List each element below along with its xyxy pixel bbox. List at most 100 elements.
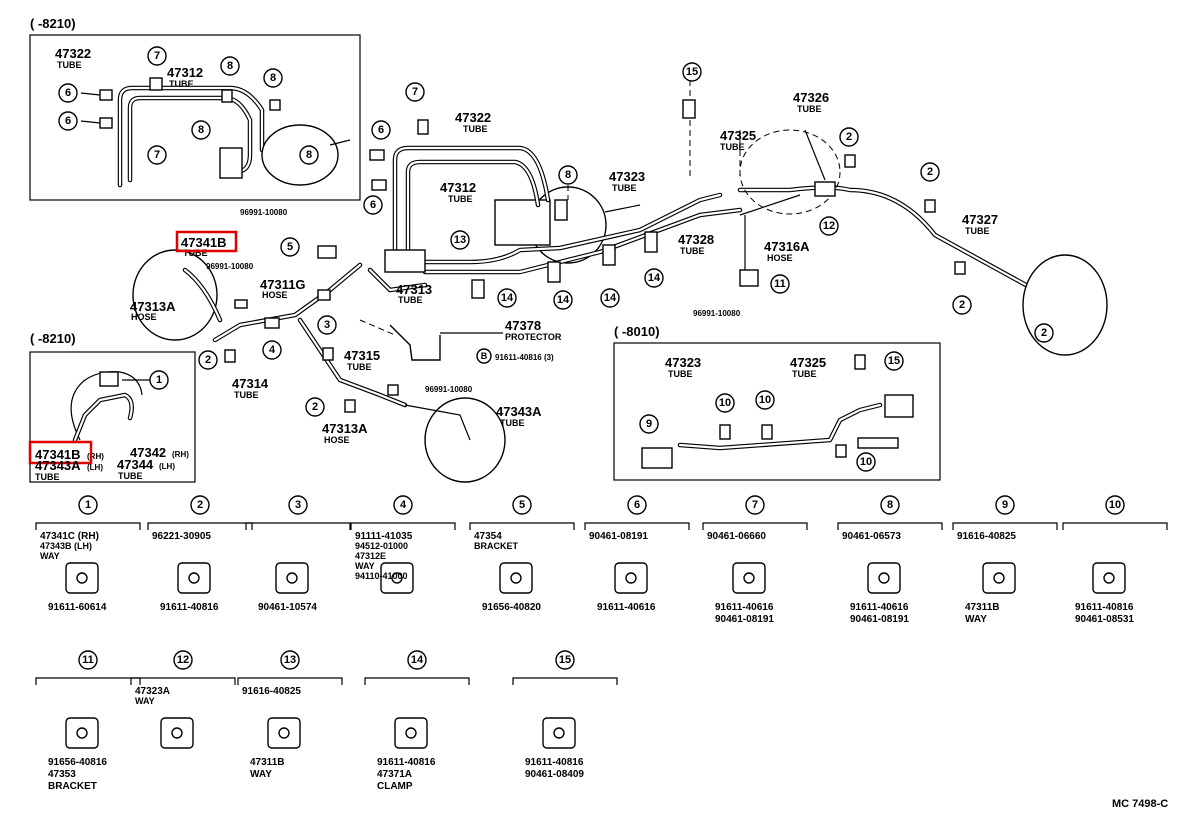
part-side: (RH) bbox=[172, 450, 189, 459]
part-name: TUBE bbox=[234, 390, 259, 400]
callout-circle bbox=[884, 351, 904, 371]
part-hole bbox=[76, 572, 88, 584]
part-name: TUBE bbox=[797, 104, 822, 114]
front-brake-disc bbox=[424, 397, 506, 483]
callout-10: 10 bbox=[719, 397, 731, 409]
inset-frame bbox=[613, 342, 941, 481]
legend-line: 91616-40825 bbox=[242, 686, 301, 697]
tube-clamp bbox=[99, 117, 113, 129]
part-name: TUBE bbox=[792, 369, 817, 379]
part-number-47312: 47312 bbox=[440, 180, 476, 195]
part-hole bbox=[405, 727, 417, 739]
legend-number: 5 bbox=[519, 499, 525, 511]
legend-line: 90461-06573 bbox=[842, 531, 901, 542]
callout-8: 8 bbox=[227, 60, 233, 72]
callout-circle bbox=[745, 495, 765, 515]
legend-bracket bbox=[584, 522, 690, 530]
legend-extra: BRACKET bbox=[48, 781, 97, 792]
legend-line: 47323A bbox=[135, 686, 170, 697]
callout-circle bbox=[856, 452, 876, 472]
legend-extra: 91656-40816 bbox=[48, 757, 107, 768]
callout-11: 11 bbox=[774, 278, 786, 290]
callout-14: 14 bbox=[557, 294, 570, 306]
legend-extra: 90461-08191 bbox=[715, 614, 774, 625]
legend-line: 90461-06660 bbox=[707, 531, 766, 542]
legend-line: 94512-01000 bbox=[355, 541, 408, 551]
callout-6: 6 bbox=[65, 115, 71, 127]
legend-line: 96221-30905 bbox=[152, 531, 211, 542]
tube-clamp bbox=[719, 424, 731, 440]
legend-bracket bbox=[512, 677, 618, 685]
part-number-47328: 47328 bbox=[678, 232, 714, 247]
part-hole bbox=[625, 572, 637, 584]
callout-circle bbox=[639, 414, 659, 434]
legend-extra: 91611-40616 bbox=[850, 602, 909, 613]
part-hole bbox=[286, 572, 298, 584]
callout-3: 3 bbox=[324, 319, 330, 331]
callout-circle bbox=[149, 370, 169, 390]
callout-circle bbox=[644, 268, 664, 288]
callout-14: 14 bbox=[604, 292, 617, 304]
callout-13: 13 bbox=[454, 234, 466, 246]
part-number-47316A: 47316A bbox=[764, 239, 810, 254]
tube-clamp bbox=[219, 147, 243, 179]
tube-clamp bbox=[554, 199, 568, 221]
part-name: TUBE bbox=[668, 369, 693, 379]
legend-extra: CLAMP bbox=[377, 781, 413, 792]
legend-bracket bbox=[837, 522, 943, 530]
legend-line: WAY bbox=[355, 561, 375, 571]
inset-frame bbox=[29, 351, 196, 483]
part-side: (LH) bbox=[159, 462, 175, 471]
callout-circle bbox=[317, 315, 337, 335]
legend-bracket bbox=[350, 522, 456, 530]
tube-clamp bbox=[644, 231, 658, 253]
callout-circle bbox=[405, 82, 425, 102]
hose-47316A bbox=[739, 194, 801, 216]
legend-extra: 91611-40816 bbox=[525, 757, 584, 768]
legend-extra: 91656-40820 bbox=[482, 602, 541, 613]
callout-15: 15 bbox=[686, 66, 698, 78]
callout-circle bbox=[147, 46, 167, 66]
part-name: HOSE bbox=[262, 290, 288, 300]
tube-clamp bbox=[99, 89, 113, 101]
brake-outline bbox=[70, 371, 143, 441]
range-label: ( -8210) bbox=[30, 331, 76, 346]
part-hole bbox=[510, 572, 522, 584]
callout-8: 8 bbox=[306, 149, 312, 161]
part-number-47314: 47314 bbox=[232, 376, 269, 391]
part-number-47343A: 47343A bbox=[496, 404, 542, 419]
callout-4: 4 bbox=[269, 344, 276, 356]
callout-circle bbox=[880, 495, 900, 515]
legend-line: WAY bbox=[40, 551, 60, 561]
way-fitting bbox=[264, 317, 280, 329]
legend-bracket bbox=[364, 677, 470, 685]
callout-circle bbox=[553, 290, 573, 310]
callout-circle bbox=[952, 295, 972, 315]
callout-8: 8 bbox=[198, 124, 204, 136]
part-name: TUBE bbox=[463, 124, 488, 134]
legend-line: WAY bbox=[135, 696, 155, 706]
legend-extra: 91611-60614 bbox=[48, 602, 107, 613]
legend-number: 3 bbox=[295, 499, 301, 511]
part-name: HOSE bbox=[324, 435, 350, 445]
tube-clamp bbox=[844, 154, 856, 168]
legend-line: 47341C (RH) bbox=[40, 531, 99, 542]
part-hole bbox=[171, 727, 183, 739]
callout-7: 7 bbox=[154, 50, 160, 62]
legend-number: 15 bbox=[559, 654, 571, 666]
callout-circle bbox=[78, 650, 98, 670]
tube-clamp bbox=[149, 77, 163, 91]
way-fitting bbox=[814, 181, 836, 197]
booster-rod bbox=[604, 204, 641, 213]
part-hole bbox=[278, 727, 290, 739]
brake-tube-inner bbox=[393, 146, 550, 252]
part-hole bbox=[878, 572, 890, 584]
callout-14: 14 bbox=[648, 272, 661, 284]
